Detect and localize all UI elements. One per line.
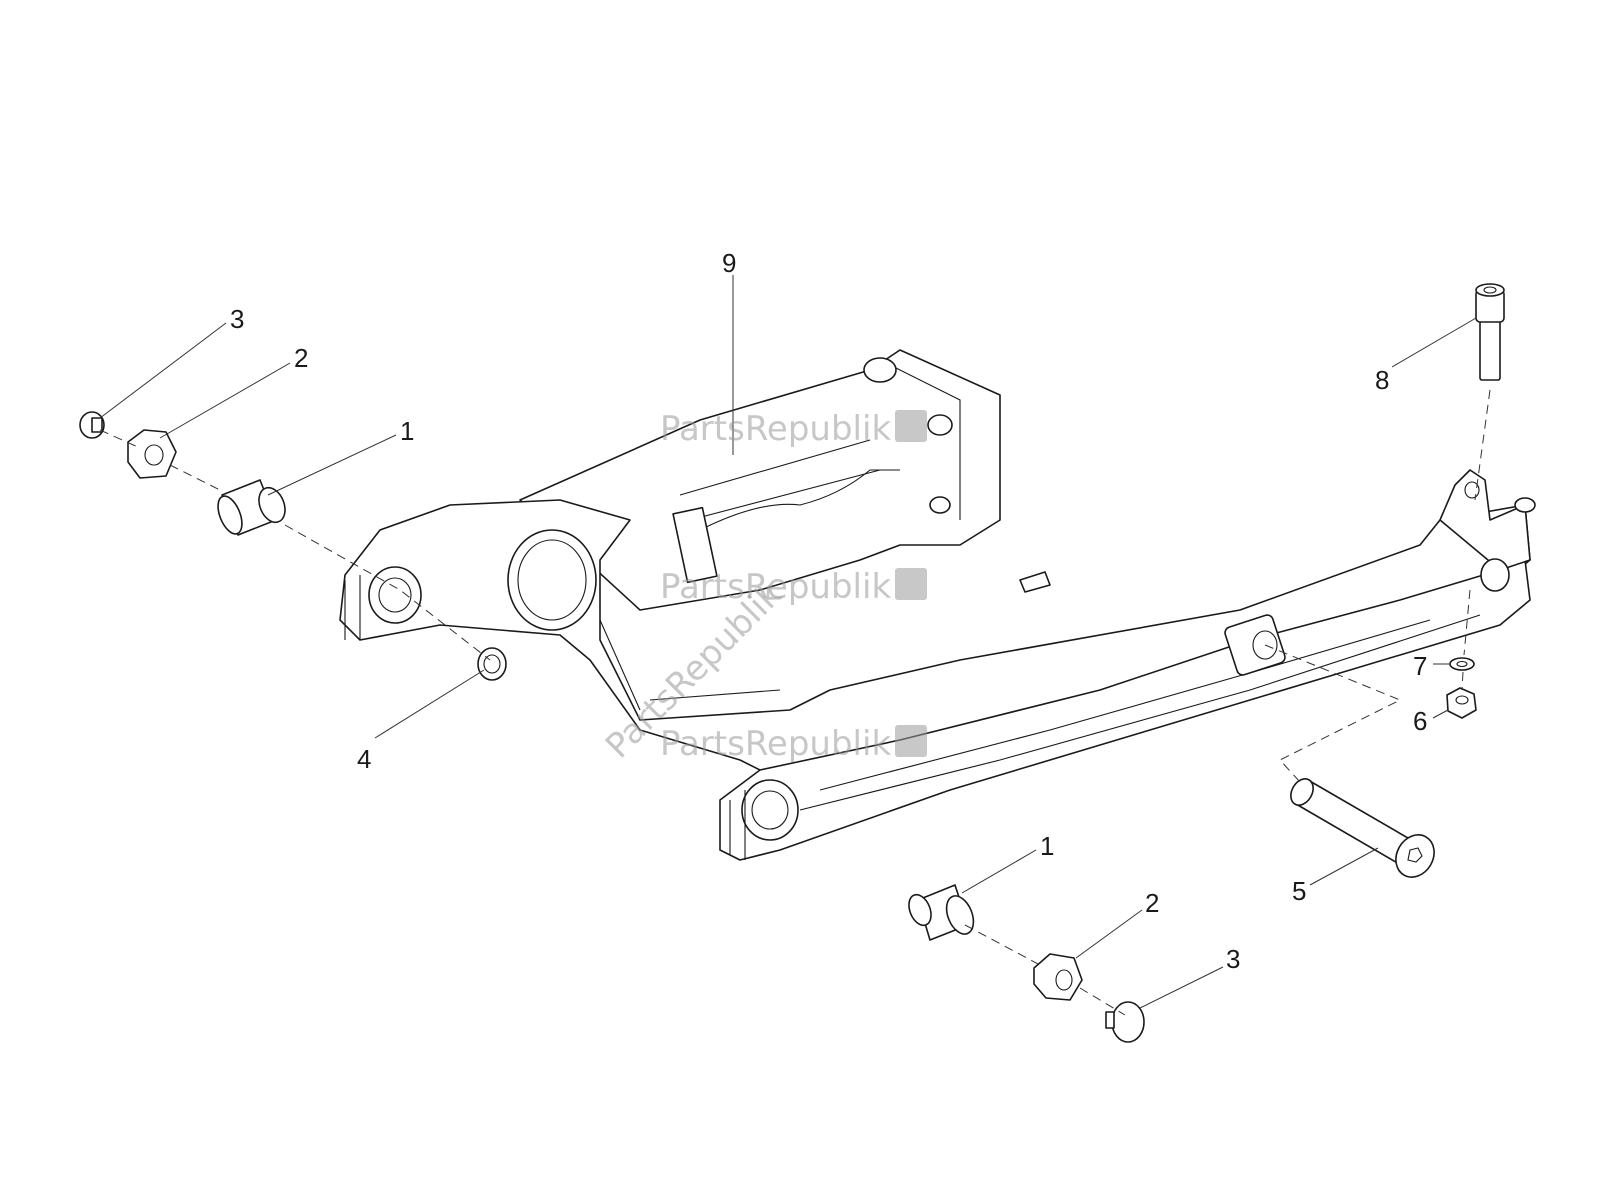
bolt-8 — [1475, 283, 1505, 381]
washer-7 — [1449, 657, 1475, 671]
callout-2-upper: 2 — [294, 343, 308, 373]
callout-9: 9 — [722, 248, 736, 278]
assembly-lines — [99, 389, 1491, 1016]
bushing-upper — [217, 479, 286, 536]
watermark-3: PartsRepublik — [660, 724, 927, 764]
cap-upper — [79, 411, 105, 439]
watermark-1: PartsRepublik — [660, 409, 927, 449]
callout-3-upper: 3 — [230, 304, 244, 334]
callout-4: 4 — [357, 744, 371, 774]
callout-7: 7 — [1413, 651, 1427, 681]
nut-upper — [127, 429, 177, 479]
svg-text:PartsRepublik: PartsRepublik — [660, 567, 891, 607]
callouts: 3 2 1 4 9 8 7 6 5 1 2 3 — [230, 248, 1427, 974]
svg-text:PartsRepublik: PartsRepublik — [660, 724, 891, 764]
svg-text:PartsRepublik: PartsRepublik — [660, 409, 891, 449]
callout-3-lower: 3 — [1226, 944, 1240, 974]
callout-1-upper: 1 — [400, 416, 414, 446]
swingarm-body — [339, 349, 1536, 861]
leader-lines — [99, 275, 1477, 1009]
pivot-bolt-5 — [1290, 778, 1435, 878]
bushing-lower — [908, 884, 975, 941]
callout-5: 5 — [1292, 876, 1306, 906]
nut-lower — [1033, 953, 1083, 1001]
watermark-2: PartsRepublik — [660, 567, 927, 607]
cap-lower — [1105, 1001, 1145, 1043]
callout-1-lower: 1 — [1040, 831, 1054, 861]
callout-8: 8 — [1375, 365, 1389, 395]
callout-2-lower: 2 — [1145, 888, 1159, 918]
washer-4 — [477, 647, 507, 681]
callout-6: 6 — [1413, 706, 1427, 736]
nut-6 — [1446, 687, 1477, 719]
